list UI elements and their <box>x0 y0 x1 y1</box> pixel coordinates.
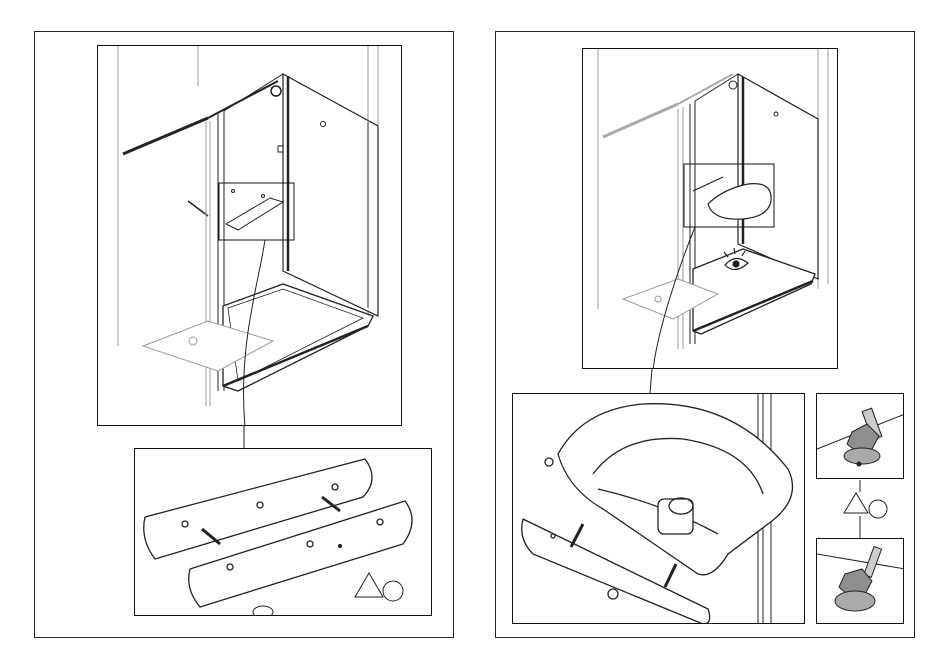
circle-icon <box>383 581 403 601</box>
back-glass-panel <box>271 74 378 316</box>
soap-dish-overview-panel <box>582 48 838 369</box>
soap-dish-enclosure-drawing <box>583 49 838 369</box>
adjustable-foot-drawing-2 <box>817 539 904 624</box>
bolt-head <box>253 606 273 616</box>
adjustable-foot <box>817 408 904 466</box>
triangle-icon <box>355 573 383 597</box>
foot-detail-panel-top <box>816 393 904 479</box>
adjustable-foot <box>817 546 904 611</box>
soap-dish-mounting-panel <box>512 393 805 624</box>
bracket-detail-panel <box>134 448 432 616</box>
shower-enclosure-drawing <box>98 46 402 426</box>
bracket-detail-drawing <box>135 449 432 616</box>
adjustable-foot-drawing <box>817 394 904 479</box>
warning-symbols <box>355 573 403 601</box>
shower-rail <box>123 81 278 216</box>
enclosure-overview-panel <box>97 45 402 426</box>
shower-rail <box>603 74 733 137</box>
soap-dish-mounting-drawing <box>513 394 805 624</box>
bracket-small <box>226 190 283 231</box>
foot-detail-panel-bottom <box>816 538 904 624</box>
